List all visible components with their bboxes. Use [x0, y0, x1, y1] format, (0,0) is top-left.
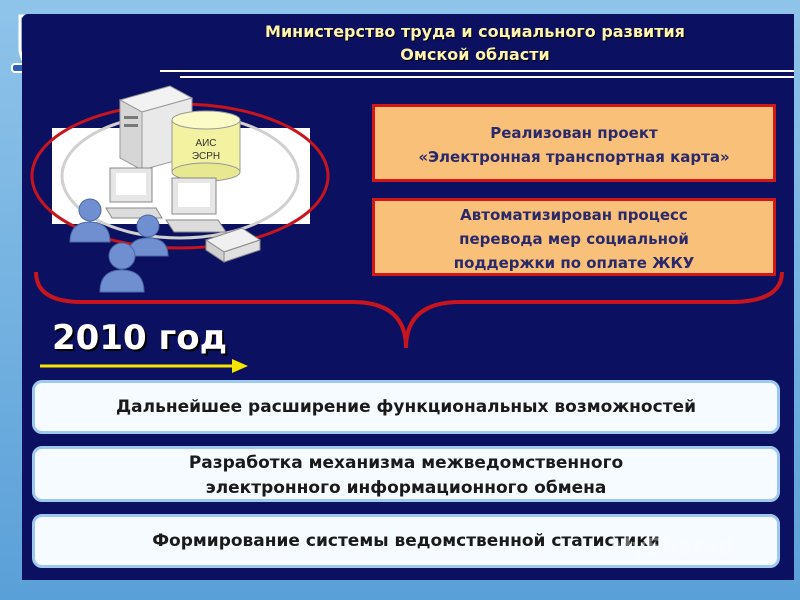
- plan-2-line-2: электронного информационного обмена: [205, 478, 607, 498]
- achievement-box-2: Автоматизирован процесс перевода мер соц…: [372, 198, 776, 276]
- printer-icon: [204, 227, 262, 263]
- achievement-box-1: Реализован проект «Электронная транспорт…: [372, 104, 776, 182]
- title-line-2: Омской области: [400, 45, 550, 64]
- achievement-2-line-2: перевода мер социальной: [459, 230, 689, 248]
- watermark: MyShared: [610, 535, 735, 560]
- title-divider-bottom: [180, 76, 794, 78]
- achievement-1-line-2: «Электронная транспортная карта»: [418, 148, 730, 166]
- title-line-1: Министерство труда и социального развити…: [265, 22, 685, 41]
- user-icon-3: [99, 242, 145, 293]
- computer-icon-right: [165, 177, 227, 233]
- page-title: Министерство труда и социального развити…: [180, 20, 770, 66]
- plan-item-1: Дальнейшее расширение функциональных воз…: [32, 380, 780, 434]
- plan-item-2: Разработка механизма межведомственного э…: [32, 446, 780, 502]
- achievement-1-line-1: Реализован проект: [490, 124, 658, 142]
- title-divider-top: [160, 70, 794, 72]
- achievement-2-line-1: Автоматизирован процесс: [460, 206, 688, 224]
- database-icon: АИС ЭСРН: [171, 110, 241, 182]
- plan-1-text: Дальнейшее расширение функциональных воз…: [116, 397, 696, 417]
- user-icon-1: [69, 198, 111, 243]
- db-label-1: АИС: [195, 138, 216, 149]
- db-label-2: ЭСРН: [192, 151, 220, 162]
- plan-2-line-1: Разработка механизма межведомственного: [188, 453, 624, 473]
- plan-3-text: Формирование системы ведомственной стати…: [152, 531, 660, 551]
- achievement-2-line-3: поддержки по оплате ЖКУ: [453, 254, 695, 272]
- computer-icon-left: [105, 167, 163, 219]
- year-label: 2010 год: [52, 318, 228, 358]
- grouping-brace: [34, 271, 784, 349]
- timeline-arrow-icon: [40, 359, 248, 373]
- network-illustration: АИС ЭСРН: [30, 85, 330, 293]
- plan-item-3: Формирование системы ведомственной стати…: [32, 514, 780, 568]
